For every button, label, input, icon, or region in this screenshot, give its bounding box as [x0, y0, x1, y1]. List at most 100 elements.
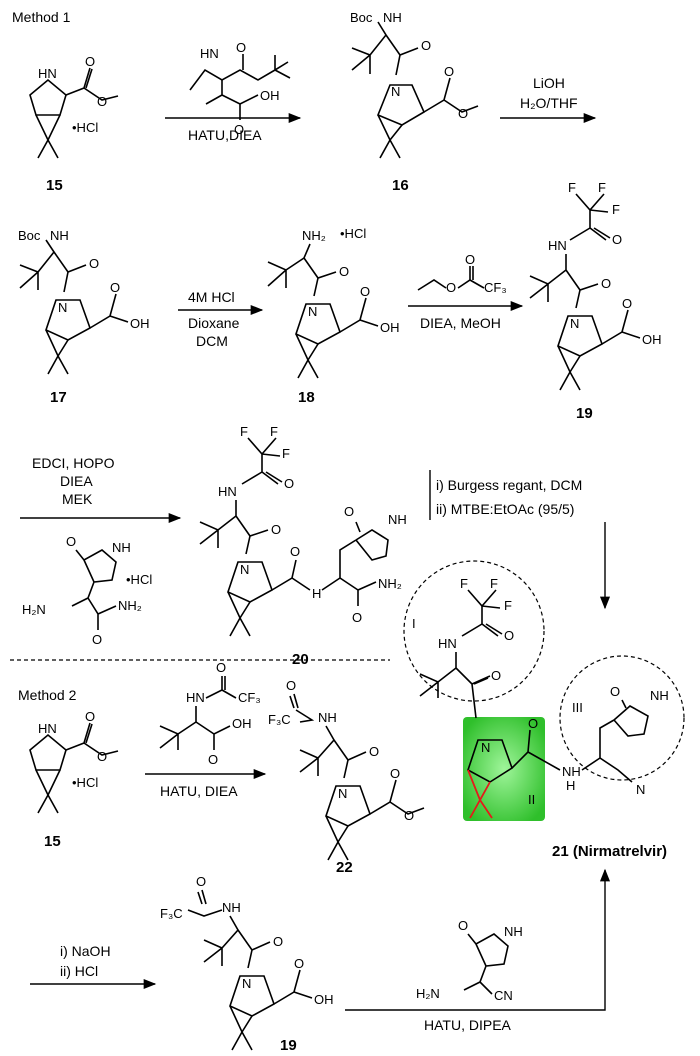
atom-hn: HN: [38, 721, 57, 736]
atom-o: O: [458, 918, 468, 933]
atom-o: O: [528, 716, 538, 731]
reagent-step6-line1: i) Burgess regant, DCM: [436, 477, 582, 493]
atom-o: O: [612, 232, 622, 247]
atom-n: N: [242, 976, 251, 991]
atom-o: O: [344, 504, 354, 519]
atom-nh: NH: [222, 900, 241, 915]
atom-o: O: [458, 106, 468, 121]
compound-18-structure: NH₂ •HCl O N O OH: [267, 226, 400, 379]
atom-o: O: [234, 122, 244, 137]
compound-19-structure: F F F O HN O N O OH: [529, 180, 662, 391]
atom-nh: NH: [112, 540, 131, 555]
compound-19b-structure: O F₃C NH O N O OH: [160, 874, 334, 1051]
reagent-step5-line3: MEK: [62, 491, 93, 507]
atom-o: O: [369, 744, 379, 759]
atom-o: O: [390, 766, 400, 781]
tfa-leucine-reagent: HN O CF₃ O OH: [159, 660, 261, 767]
atom-nh: NH: [504, 924, 523, 939]
atom-o: O: [622, 296, 632, 311]
atom-o: O: [352, 610, 362, 625]
reagent-step3-line2: Dioxane: [188, 315, 240, 331]
atom-o: O: [491, 668, 501, 683]
atom-o: O: [504, 628, 514, 643]
region-i-circle: [403, 560, 545, 702]
atom-f: F: [612, 202, 620, 217]
atom-n: N: [308, 304, 317, 319]
atom-oh: OH: [232, 716, 252, 731]
atom-hn: HN: [218, 484, 237, 499]
atom-hn: HN: [186, 690, 205, 705]
atom-o: O: [404, 808, 414, 823]
atom-nh: NH: [388, 512, 407, 527]
atom-f: F: [504, 598, 512, 613]
atom-nh: NH: [650, 688, 669, 703]
compound-22-structure: O F₃C NH O N O O: [268, 678, 425, 861]
atom-h-nh: H: [312, 586, 321, 601]
hcl-label: •HCl: [126, 572, 152, 587]
atom-boc: Boc: [18, 228, 41, 243]
atom-o: O: [216, 660, 226, 675]
region-2-label: II: [528, 792, 535, 807]
boc-leucine-reagent: HN O O OH: [189, 40, 291, 137]
atom-f: F: [270, 424, 278, 439]
atom-o: O: [89, 256, 99, 271]
atom-f: F: [282, 446, 290, 461]
reagent-step2-line2: H₂O/THF: [520, 95, 578, 111]
atom-n: N: [391, 84, 400, 99]
compound-20-structure: F F F O HN O N O H O NH O NH₂: [199, 424, 407, 637]
atom-oh: OH: [314, 992, 334, 1007]
reagent-step4: DIEA, MeOH: [420, 315, 501, 331]
atom-nh: NH: [383, 10, 402, 25]
atom-cn: CN: [494, 988, 513, 1003]
arrow-m2-step3: [345, 868, 611, 1011]
atom-f: F: [460, 576, 468, 591]
atom-oh: OH: [642, 332, 662, 347]
compound-15b-label: 15: [44, 833, 61, 850]
compound-22-label: 22: [336, 859, 353, 876]
reagent-m2-step1: HATU, DIEA: [160, 783, 238, 799]
atom-o: O: [97, 94, 107, 109]
atom-o: O: [97, 749, 107, 764]
atom-o: O: [465, 252, 475, 267]
atom-o: O: [92, 632, 102, 647]
atom-nh2: NH₂: [118, 598, 142, 613]
atom-hn: HN: [438, 636, 457, 651]
atom-f3c: F₃C: [268, 712, 291, 727]
hcl-label: •HCl: [340, 226, 366, 241]
atom-n: N: [240, 562, 249, 577]
reagent-step6-line2: ii) MTBE:EtOAc (95/5): [436, 501, 574, 517]
region-1-label: I: [412, 616, 416, 631]
reagent-step3-line3: DCM: [196, 333, 228, 349]
compound-21-structure: F F F O HN I O N II O NH H III O NH N: [403, 560, 685, 821]
hcl-label: •HCl: [72, 120, 98, 135]
atom-hn: HN: [548, 238, 567, 253]
atom-o: O: [446, 280, 456, 295]
compound-17-structure: Boc NH O N O OH: [18, 228, 150, 375]
atom-o: O: [444, 64, 454, 79]
atom-f: F: [568, 180, 576, 195]
reagent-step1: HATU,DIEA: [188, 127, 262, 143]
reagent-step2-line1: LiOH: [533, 75, 565, 91]
atom-o: O: [196, 874, 206, 889]
atom-o: O: [339, 264, 349, 279]
atom-o: O: [610, 684, 620, 699]
method2-label: Method 2: [18, 687, 77, 703]
reagent-step3-line1: 4M HCl: [188, 289, 235, 305]
atom-o: O: [360, 284, 370, 299]
aminonitrile-reagent-structure: O NH H₂N CN: [416, 918, 523, 1003]
compound-18-label: 18: [298, 389, 315, 406]
atom-o: O: [273, 934, 283, 949]
compound-15-label: 15: [46, 177, 63, 194]
reagent-m2-step2-line2: ii) HCl: [60, 963, 98, 979]
atom-o: O: [85, 54, 95, 69]
atom-o: O: [284, 476, 294, 491]
atom-n: N: [636, 782, 645, 797]
compound-15-structure: HN O O •HCl: [29, 54, 119, 159]
atom-o: O: [294, 956, 304, 971]
reagent-step5-line1: EDCI, HOPO: [32, 455, 115, 471]
atom-nh: NH: [318, 710, 337, 725]
amine-reagent-structure: O NH H₂N O NH₂ •HCl: [22, 534, 152, 647]
atom-n: N: [570, 316, 579, 331]
